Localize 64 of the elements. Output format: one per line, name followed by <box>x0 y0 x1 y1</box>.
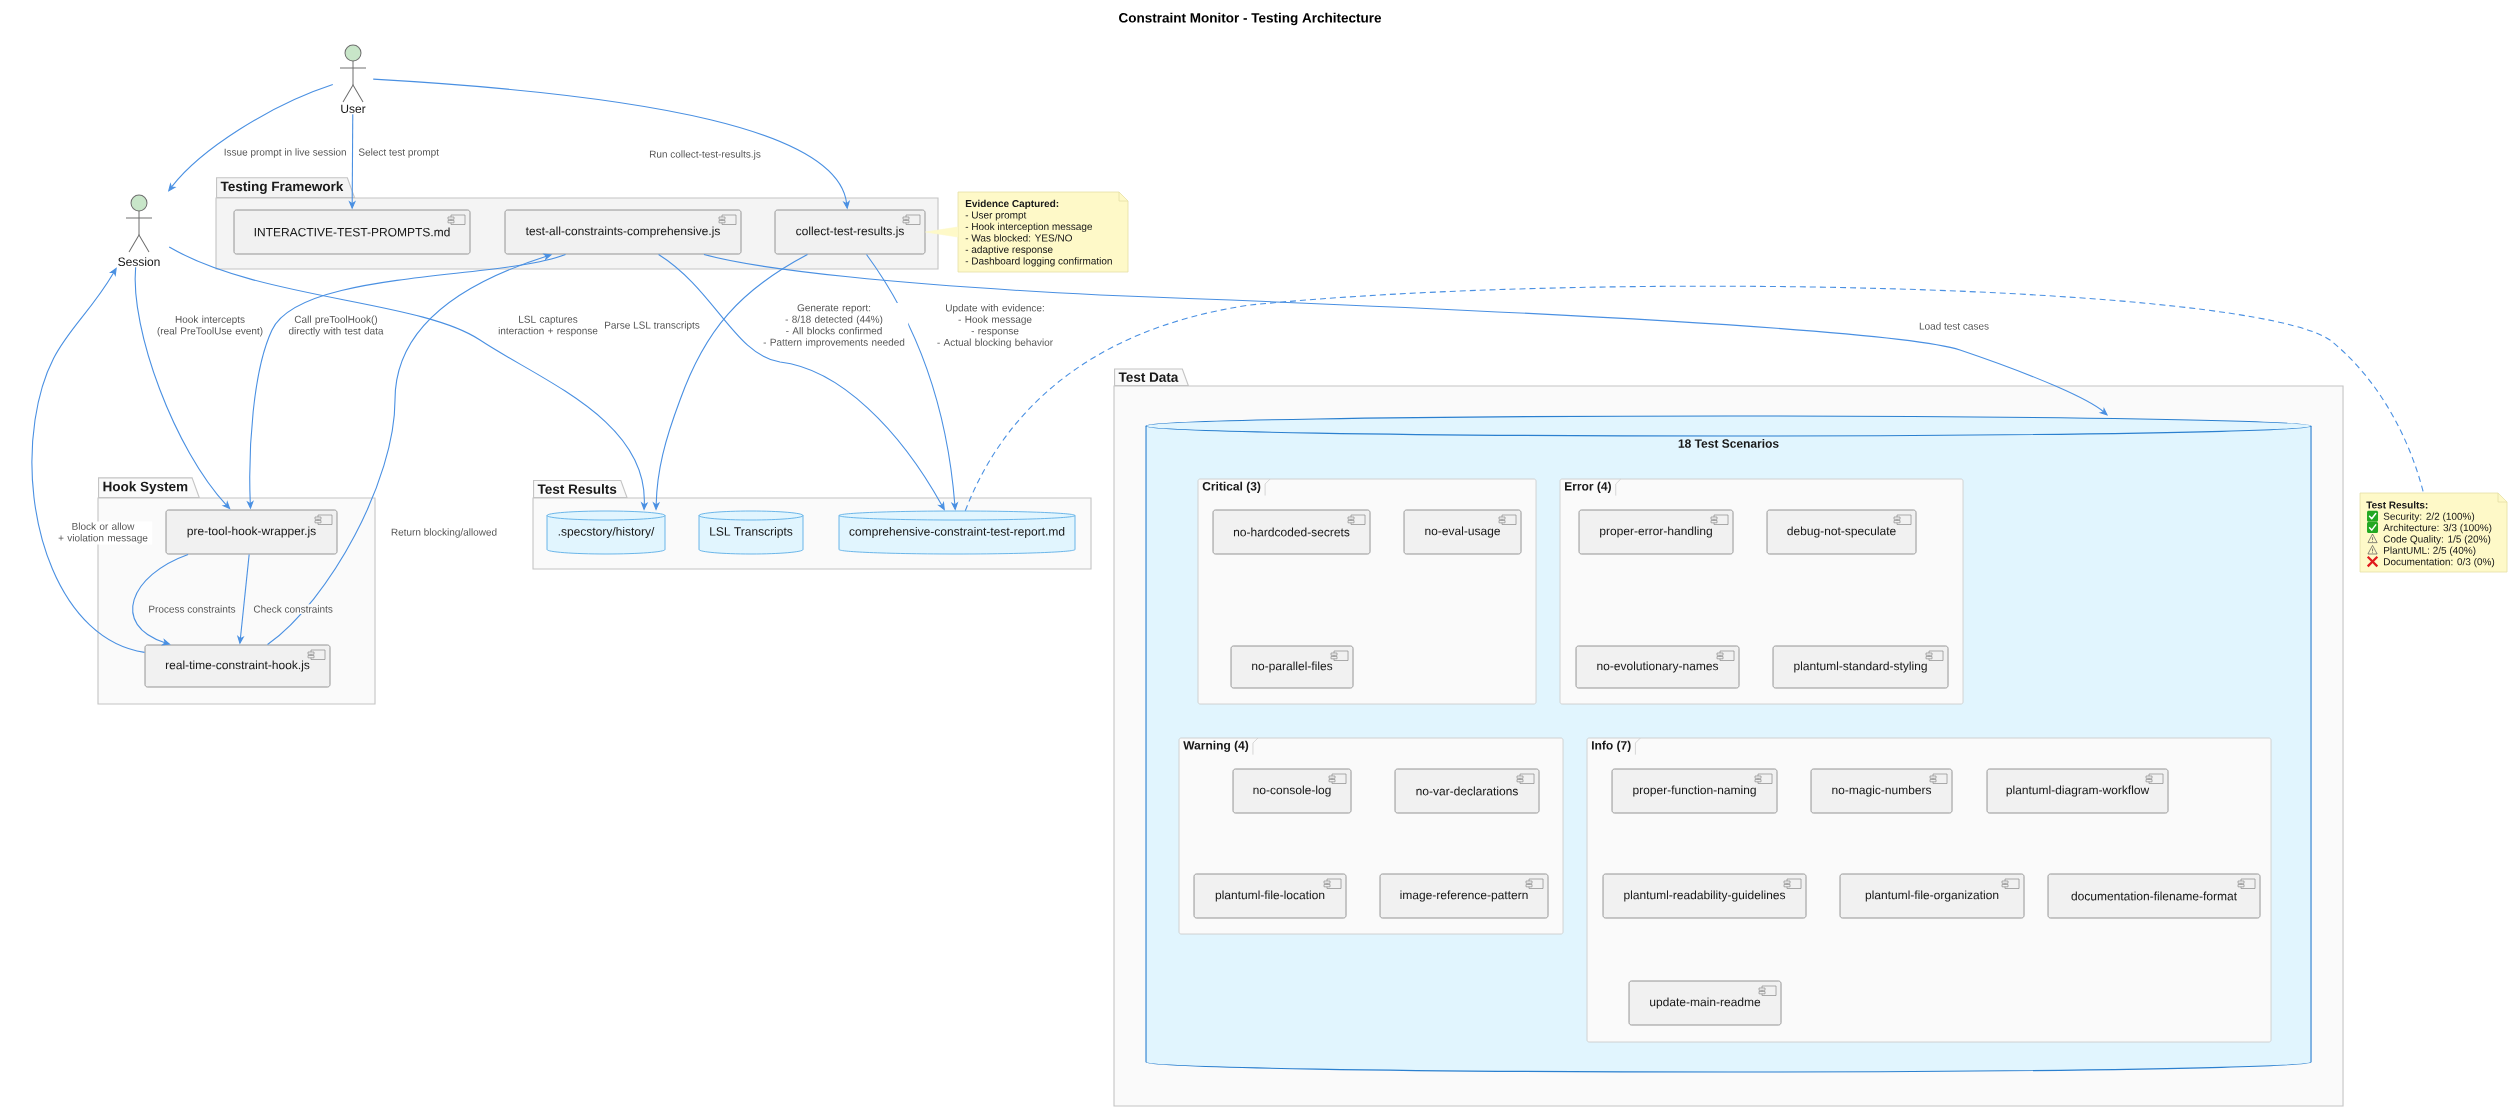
component-box: no-console-log <box>1232 768 1352 814</box>
component-box: no-magic-numbers <box>1810 768 1953 814</box>
component-box: no-evolutionary-names <box>1575 645 1740 689</box>
edge-label: Parse LSL transcripts <box>603 320 701 332</box>
component-box: proper-error-handling <box>1578 509 1734 555</box>
title: Constraint Monitor - Testing Architecture <box>1119 12 1382 26</box>
dashed-line <box>964 285 2424 512</box>
component-box: update-main-readme <box>1628 980 1782 1026</box>
edge-label: Call preToolHook() directly with test data <box>285 314 387 338</box>
arrow <box>132 553 189 646</box>
component-box: debug-not-speculate <box>1766 509 1917 555</box>
node-label: PlantUML: 2/5 (40%) <box>2384 546 2476 556</box>
edge-label: LSL captures interaction + response <box>494 314 602 338</box>
note: Test Results: Security: 2/2 (100%) Architecture: 3/3 (100%) Code Quality: 1/5 (20%) PlantUML: 2/5 (40%) Documentation: 0/3 (0%) <box>2359 492 2508 573</box>
arrow <box>31 267 146 653</box>
node-label: Hook System <box>103 481 188 494</box>
node-label: Code Quality: 1/5 (20%) <box>2383 535 2491 545</box>
edge-label: Check constraints <box>252 604 335 614</box>
node-label: Security: 2/2 (100%) <box>2383 512 2475 522</box>
edge-label: Issue prompt in live session <box>222 147 348 159</box>
node-label: User <box>341 104 366 113</box>
database-cylinder: .specstory/history/ <box>546 510 666 555</box>
component-box: no-hardcoded-secrets <box>1212 509 1371 555</box>
component-box: proper-function-naming <box>1611 768 1778 814</box>
arrow <box>134 266 231 510</box>
node-label: Testing Framework <box>220 181 344 194</box>
node-label: Test Data <box>1118 372 1179 382</box>
edge-label: Generate report: - 8/18 detected (44%) - All blocks confirmed - Pattern improvements needed <box>759 303 909 349</box>
component-box: real-time-constraint-hook.js <box>144 644 331 688</box>
component-box: pre-tool-hook-wrapper.js <box>165 509 338 555</box>
edge-label: Select test prompt <box>357 147 441 159</box>
component-box: documentation-filename-format <box>2047 873 2261 919</box>
database-cylinder: comprehensive-constraint-test-report.md <box>838 510 1076 555</box>
component-box: collect-test-results.js <box>774 209 926 255</box>
database-cylinder: LSL Transcripts <box>698 510 804 555</box>
edge-label: Block or allow + violation message <box>53 521 153 545</box>
component-box: plantuml-file-location <box>1193 873 1347 919</box>
component-box: plantuml-file-organization <box>1839 873 2025 919</box>
component-box: no-parallel-files <box>1230 645 1354 689</box>
arrow <box>703 253 2108 416</box>
component-box: image-reference-pattern <box>1379 873 1549 919</box>
component-box: test-all-constraints-comprehensive.js <box>504 209 742 255</box>
edge-label: Load test cases <box>1917 321 1991 331</box>
note-connector <box>925 226 959 238</box>
component-box: no-eval-usage <box>1403 509 1522 555</box>
arrow <box>658 253 945 511</box>
edge-label: Hook intercepts (real PreToolUse event) <box>152 314 268 338</box>
edge-label: Return blocking/allowed <box>389 527 499 539</box>
component-box: plantuml-diagram-workflow <box>1986 768 2169 814</box>
node-label: Test Results <box>537 484 617 494</box>
node-label: Session <box>118 257 160 266</box>
component-box: INTERACTIVE-TEST-PROMPTS.md <box>233 209 471 255</box>
edge-label: Process constraints <box>147 604 237 614</box>
component-box: plantuml-standard-styling <box>1772 645 1949 689</box>
node-label: Test Results: <box>2366 501 2428 509</box>
node-label: Architecture: 3/3 (100%) <box>2383 523 2492 534</box>
component-box: no-var-declarations <box>1394 768 1540 814</box>
note: Evidence Captured: - User prompt - Hook interception message - Was blocked: YES/NO - adaptive response - Dashboard logging confirmation <box>957 191 1129 273</box>
actor: Session <box>118 194 160 266</box>
component-box: plantuml-readability-guidelines <box>1602 873 1807 919</box>
actor: User <box>339 44 367 113</box>
edge-label: Update with evidence: - Hook message - response - Actual blocking behavior <box>933 302 1057 350</box>
edge-label: Run collect-test-results.js <box>647 149 763 161</box>
node-label: Documentation: 0/3 (0%) <box>2384 557 2495 568</box>
